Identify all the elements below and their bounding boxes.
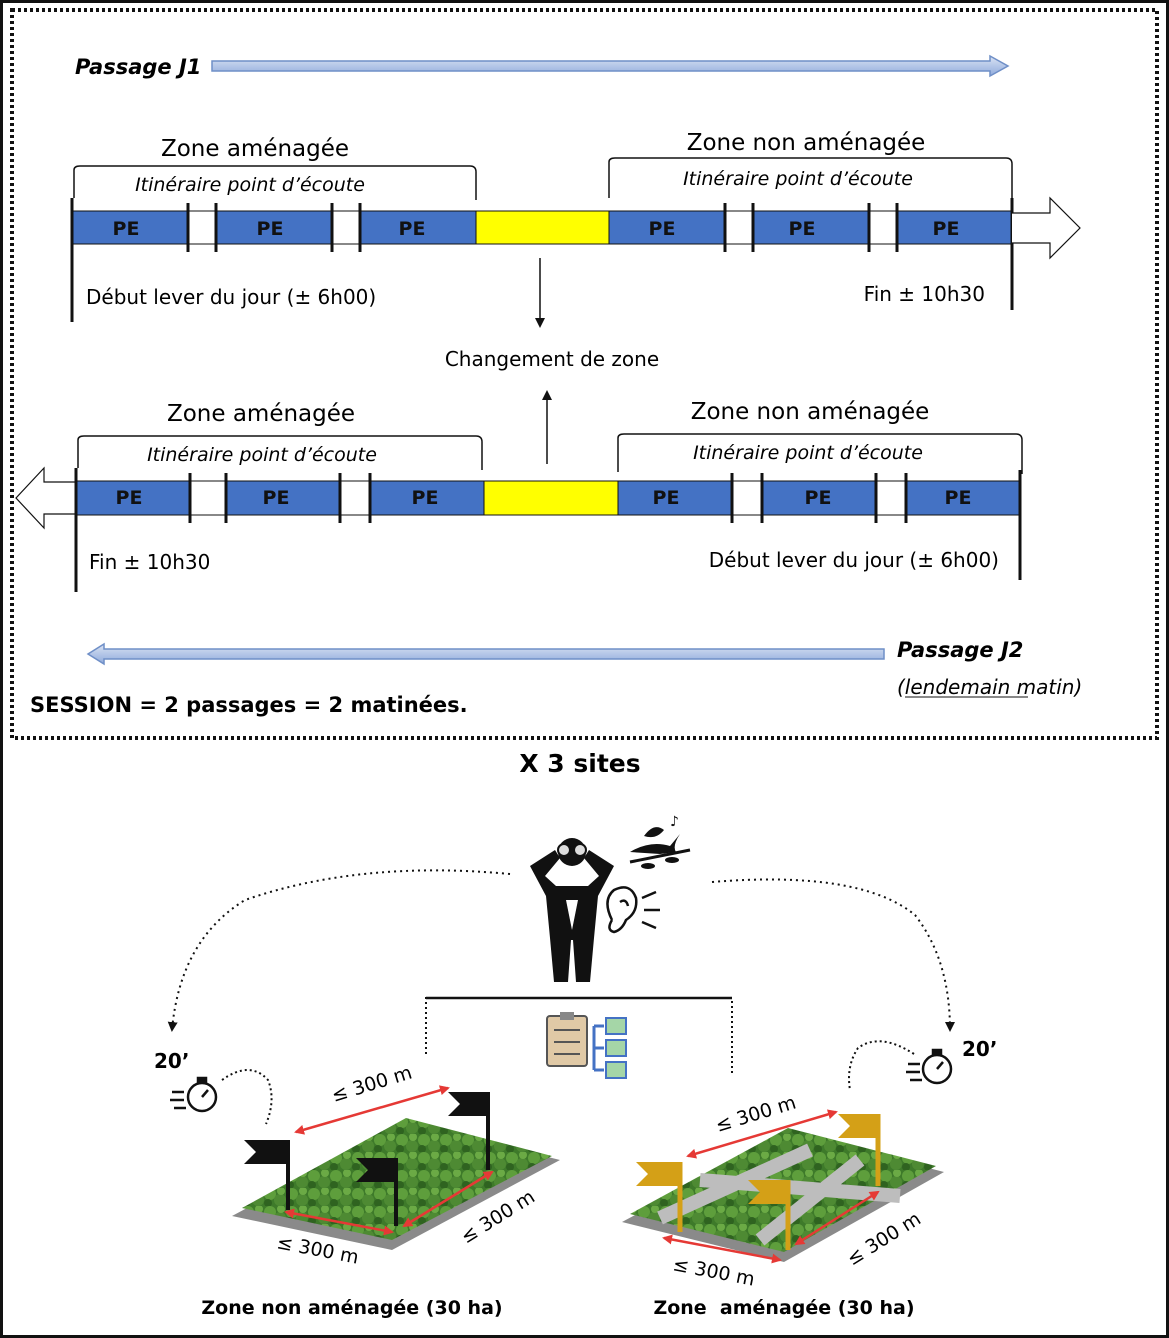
- timeline-arrow-right: [1012, 196, 1081, 260]
- gap-segment: [731, 480, 763, 516]
- bracket-amenagee-j2: [77, 435, 483, 470]
- duration-left-label: 20’: [154, 1049, 189, 1073]
- flag-icon: [448, 1092, 490, 1170]
- svg-text:♪: ♪: [670, 814, 679, 830]
- zone-change-segment: [475, 210, 610, 245]
- distance-label: ≤ 300 m: [671, 1253, 756, 1290]
- zone-non-amenagee-title-j2: Zone non aménagée: [691, 399, 930, 425]
- distance-arrow: [402, 1170, 494, 1228]
- stopwatch-trail-right: [848, 1040, 915, 1091]
- distance-arrow: [686, 1109, 838, 1159]
- pe-label: PE: [257, 218, 284, 240]
- pe-segment: [225, 480, 341, 516]
- dotted-arrow-left: [167, 869, 511, 1032]
- pe-label: PE: [805, 487, 832, 509]
- sites-multiplier: X 3 sites: [519, 749, 640, 778]
- flag-icon: [838, 1114, 881, 1186]
- zone-amenagee-title-j2: Zone aménagée: [167, 401, 355, 427]
- change-zone-label: Changement de zone: [445, 347, 659, 371]
- pe-label: PE: [113, 218, 140, 240]
- session-dotted-frame: [10, 8, 1159, 740]
- gap-segment: [724, 210, 754, 245]
- pe-label: PE: [116, 487, 143, 509]
- bracket-non-amenagee-j1: [608, 157, 1013, 200]
- stopwatch-icon: [906, 1048, 953, 1085]
- distance-label: ≤ 300 m: [329, 1062, 415, 1107]
- flag-icon: [748, 1180, 791, 1250]
- flag-icon: [636, 1162, 683, 1232]
- pe-label: PE: [649, 218, 676, 240]
- pe-segment: [896, 210, 1013, 245]
- observer-with-binoculars-icon: [530, 838, 614, 982]
- stopwatch-icon: [170, 1076, 218, 1113]
- bracket-amenagee-j1: [73, 165, 477, 200]
- passage-j2-arrow: [86, 642, 885, 666]
- pe-segment: [608, 210, 726, 245]
- pe-label: PE: [933, 218, 960, 240]
- pe-segment: [905, 480, 1021, 516]
- site-left-caption: Zone non aménagée (30 ha): [201, 1297, 502, 1319]
- gap-segment: [868, 210, 898, 245]
- passage-j2-label: Passage J2: [897, 638, 1023, 662]
- pe-label: PE: [263, 487, 290, 509]
- bird-singing-icon: ♪: [629, 814, 691, 869]
- itineraire-label-j1-a: Itinéraire point d’écoute: [135, 174, 365, 196]
- pe-segment: [215, 210, 333, 245]
- site-amenagee-plot: ≤ 300 m ≤ 300 m ≤ 300 m: [622, 1092, 944, 1291]
- checklist-icon: [546, 1012, 627, 1079]
- bracket-non-amenagee-j2: [617, 433, 1023, 474]
- distance-arrow: [794, 1190, 880, 1246]
- pe-segment: [761, 480, 877, 516]
- gap-segment: [339, 480, 371, 516]
- pe-label: PE: [789, 218, 816, 240]
- passage-j1-label: Passage J1: [75, 55, 201, 79]
- start-label-j1: Début lever du jour (± 6h00): [86, 285, 376, 309]
- start-label-j2: Début lever du jour (± 6h00): [709, 548, 999, 572]
- pe-label: PE: [945, 487, 972, 509]
- end-label-j2: Fin ± 10h30: [89, 550, 210, 574]
- end-label-j1: Fin ± 10h30: [864, 282, 985, 306]
- pe-segment: [617, 480, 733, 516]
- dotted-arrow-right: [711, 878, 955, 1032]
- gap-segment: [187, 210, 217, 245]
- site-non-amenagee-plot: ≤ 300 m ≤ 300 m ≤ 300 m: [232, 1062, 560, 1269]
- itineraire-label-j1-b: Itinéraire point d’écoute: [683, 168, 913, 190]
- duration-right-label: 20’: [962, 1037, 997, 1061]
- passage-j1-arrow: [211, 54, 1010, 78]
- flag-icon: [244, 1140, 290, 1210]
- pe-label: PE: [412, 487, 439, 509]
- timeline-j1: Zone aménagée Itinéraire point d’écoute …: [70, 130, 1081, 322]
- timeline-j2: Zone aménagée Itinéraire point d’écoute …: [15, 399, 1023, 592]
- distance-arrow: [284, 1208, 394, 1236]
- passage-j2-note: (lendemain matin): [897, 675, 1082, 699]
- distance-arrow: [294, 1085, 450, 1135]
- gap-segment: [189, 480, 227, 516]
- zone-non-amenagee-title-j1: Zone non aménagée: [687, 130, 926, 156]
- flag-icon: [356, 1158, 398, 1226]
- pe-label: PE: [399, 218, 426, 240]
- gap-segment: [331, 210, 361, 245]
- pe-segment: [369, 480, 485, 516]
- itineraire-label-j2-a: Itinéraire point d’écoute: [147, 444, 377, 466]
- gap-segment: [875, 480, 907, 516]
- stopwatch-trail-left: [221, 1069, 273, 1125]
- pe-label: PE: [653, 487, 680, 509]
- itineraire-label-j2-b: Itinéraire point d’écoute: [693, 442, 923, 464]
- session-note: SESSION = 2 passages = 2 matinées.: [30, 693, 468, 717]
- protocol-bracket: [425, 997, 733, 1074]
- ear-icon: [606, 886, 660, 934]
- site-right-caption: Zone aménagée (30 ha): [653, 1297, 914, 1319]
- zone-change-segment: [483, 480, 619, 516]
- distance-arrow: [662, 1234, 782, 1264]
- timeline-arrow-left: [15, 466, 76, 530]
- zone-amenagee-title-j1: Zone aménagée: [161, 136, 349, 162]
